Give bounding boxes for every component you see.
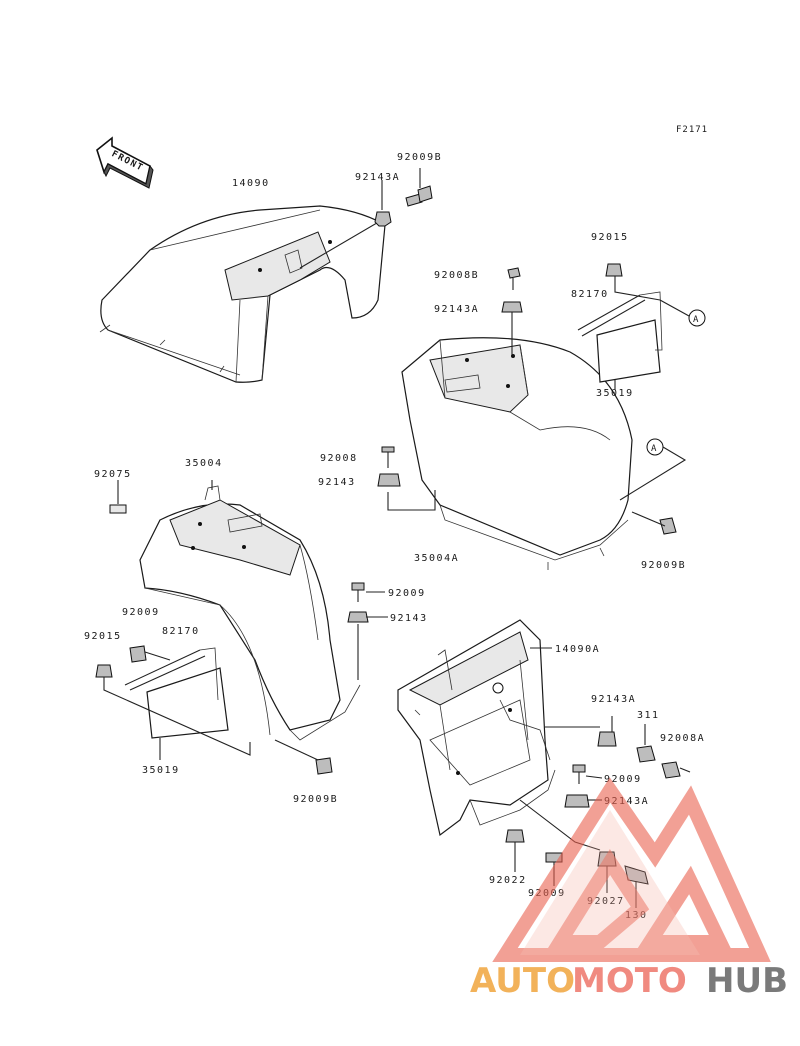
pin-92075 xyxy=(109,480,127,514)
hardware-mid-right xyxy=(377,267,677,535)
label-92027: 92027 xyxy=(587,896,625,907)
watermark-triangle-icon xyxy=(492,777,771,962)
label-92008b: 92008B xyxy=(434,270,479,281)
label-92143a-lower: 92143A xyxy=(591,694,636,705)
label-35004: 35004 xyxy=(185,458,223,469)
label-92022: 92022 xyxy=(489,875,527,886)
label-92143a-top: 92143A xyxy=(355,172,400,183)
label-35019-right: 35019 xyxy=(596,388,634,399)
watermark-moto: MOTO xyxy=(572,961,687,1001)
label-92009-center: 92009 xyxy=(388,588,426,599)
label-92143-center: 92143 xyxy=(390,613,428,624)
mudflap-left-assembly xyxy=(95,645,251,760)
watermark-wordmark: AUTO MOTO HUB xyxy=(470,961,788,1001)
part-14090a-carrier xyxy=(397,619,556,837)
watermark-logo xyxy=(492,777,771,962)
label-35004a: 35004A xyxy=(414,553,459,564)
front-arrow-icon: FRONT xyxy=(96,136,154,189)
label-82170-left: 82170 xyxy=(162,626,200,637)
label-92015-right: 92015 xyxy=(591,232,629,243)
callout-a-mid-marker: A xyxy=(619,438,687,501)
label-92009-left: 92009 xyxy=(122,607,160,618)
label-92143-mid: 92143 xyxy=(318,477,356,488)
label-92015-left: 92015 xyxy=(84,631,122,642)
label-35019-left: 35019 xyxy=(142,765,180,776)
part-35004-fender xyxy=(139,480,361,741)
label-311: 311 xyxy=(637,710,660,721)
label-92075: 92075 xyxy=(94,469,132,480)
label-92008: 92008 xyxy=(320,453,358,464)
callout-a-top: A xyxy=(693,315,699,325)
reference-code: F2171 xyxy=(676,125,708,135)
part-14090-cover xyxy=(99,205,386,383)
label-92008a: 92008A xyxy=(660,733,705,744)
label-14090a: 14090A xyxy=(555,644,600,655)
label-92009b-top: 92009B xyxy=(397,152,442,163)
callout-a-mid: A xyxy=(651,444,657,454)
hardware-top-center xyxy=(299,168,433,269)
part-35004a-fender xyxy=(401,337,633,570)
watermark-auto: AUTO xyxy=(470,961,575,1001)
label-92009-lower: 92009 xyxy=(604,774,642,785)
mudflap-right-assembly: A xyxy=(577,263,706,390)
watermark-hub: HUB xyxy=(706,961,788,1001)
label-14090: 14090 xyxy=(232,178,270,189)
hardware-center xyxy=(274,582,388,775)
label-92143a-mid: 92143A xyxy=(434,304,479,315)
label-92009b-right: 92009B xyxy=(641,560,686,571)
label-82170-right: 82170 xyxy=(571,289,609,300)
label-92009b-bottom: 92009B xyxy=(293,794,338,805)
